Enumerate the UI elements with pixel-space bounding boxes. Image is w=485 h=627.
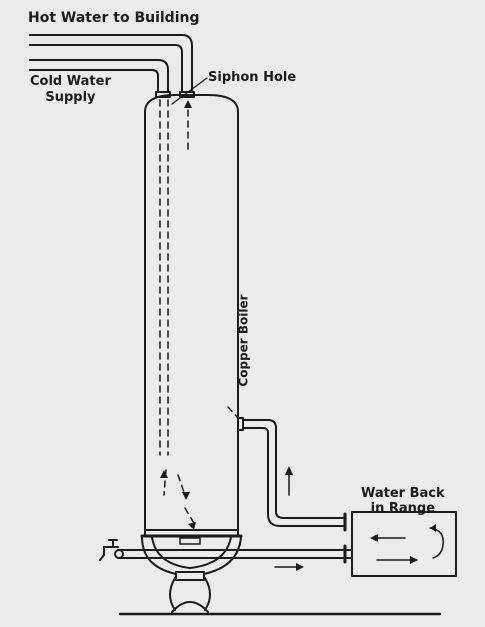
water-back-box: [343, 511, 457, 577]
return-pipe: [237, 417, 347, 532]
siphon-leader: [171, 77, 208, 105]
dip-tube: [159, 99, 241, 526]
hot-water-label: Hot Water to Building: [28, 10, 200, 26]
cold-water-label: Cold Water Supply: [30, 74, 111, 106]
copper-boiler-label: Copper Boiler: [236, 294, 251, 387]
water-back-line2: in Range: [370, 501, 436, 516]
water-back-label: Water Back in Range: [361, 486, 445, 516]
cold-water-line1: Cold Water: [30, 74, 111, 89]
arrow-icon: [160, 100, 196, 530]
water-back-line1: Water Back: [361, 486, 445, 501]
boiler-stand: [118, 536, 442, 616]
siphon-hole-label: Siphon Hole: [208, 70, 297, 85]
faucet-icon: [99, 539, 124, 561]
copper-boiler-tank: [140, 94, 243, 538]
cold-water-line2: Supply: [45, 90, 96, 105]
